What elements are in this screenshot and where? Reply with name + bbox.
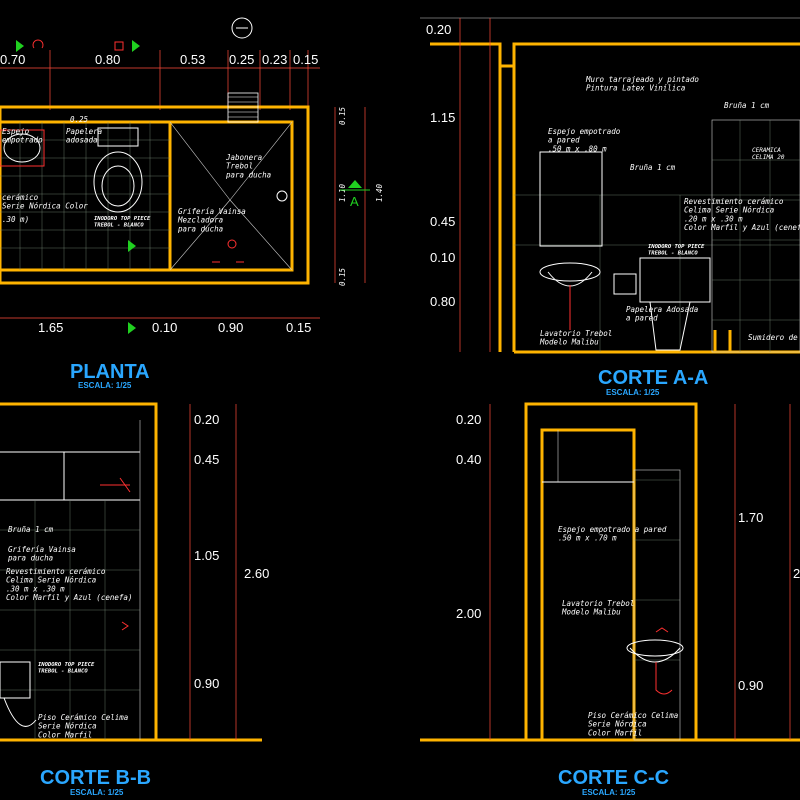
corte-cc-view: 0.20 0.40 2.00 1.70 0.90 2 Espejo empotr… <box>420 402 800 797</box>
section-marker-c-icon <box>231 17 253 39</box>
corte-aa-dim-3: 0.10 <box>430 250 455 265</box>
cc-dim-2: 2.00 <box>456 606 481 621</box>
corte-aa-dim-2: 0.45 <box>430 214 455 229</box>
lavatory-icon <box>3 133 41 163</box>
corte-aa-dim-0: 0.20 <box>426 22 451 37</box>
cc-note-espejo: Espejo empotrado a pared.50 m x .70 m <box>558 525 667 543</box>
planta-right-dim-1: 1.10 <box>338 183 347 202</box>
corte-aa-dim-4: 0.80 <box>430 294 455 309</box>
planta-bottom-dim-3: 0.15 <box>286 320 311 335</box>
planta-walls <box>0 105 310 285</box>
corte-bb-view: 0.20 0.45 1.05 0.90 2.60 Bruña 1 cm Grif… <box>0 402 269 797</box>
planta-dim-3: 0.25 <box>229 52 254 67</box>
corte-aa-dim-1: 1.15 <box>430 110 455 125</box>
planta-right-dim-0: 0.15 <box>338 106 347 125</box>
bb-total-dim: 2.60 <box>244 566 269 581</box>
planta-dim-5: 0.15 <box>293 52 318 67</box>
corte-bb-title: CORTE B-B <box>40 767 151 789</box>
cc-dim-1: 0.40 <box>456 452 481 467</box>
planta-inner-walls <box>0 120 294 272</box>
section-a-marker-icon <box>348 180 362 188</box>
bb-dim-3: 0.90 <box>194 676 219 691</box>
cc-right-dim-1: 0.90 <box>738 678 763 693</box>
section-a-label: A <box>350 194 359 209</box>
duct-hatch <box>227 92 259 123</box>
bb-dim-0: 0.20 <box>194 412 219 427</box>
planta-bottom-dim-1: 0.10 <box>152 320 177 335</box>
cc-right-dim-0: 1.70 <box>738 510 763 525</box>
planta-dim-0: 0.70 <box>0 52 25 67</box>
planta-note-medida: .30 m) <box>2 215 29 224</box>
planta-title: PLANTA <box>70 361 150 383</box>
aa-note-sumidero: Sumidero de <box>748 333 798 342</box>
planta-dim-2: 0.53 <box>180 52 205 67</box>
aa-lavatory-icon <box>539 262 601 282</box>
planta-dim-1: 0.80 <box>95 52 120 67</box>
section-arrow-icon <box>16 40 24 52</box>
cc-lavatory-icon <box>626 639 684 657</box>
aa-note-bruna2: Bruña 1 cm <box>724 101 770 110</box>
planta-view: 0.70 0.80 0.53 0.25 0.23 0.15 <box>0 17 384 390</box>
corte-aa-title: CORTE A-A <box>598 367 708 389</box>
section-arrow-icon-2 <box>132 40 140 52</box>
toilet-icon <box>93 151 143 213</box>
corte-cc-walls <box>524 402 698 740</box>
corte-cc-scale: ESCALA: 1/25 <box>582 788 636 797</box>
bb-note-bruna: Bruña 1 cm <box>8 525 54 534</box>
planta-right-dim-2: 1.40 <box>375 183 384 202</box>
planta-scale: ESCALA: 1/25 <box>78 381 132 390</box>
cc-dim-0: 0.20 <box>456 412 481 427</box>
corte-aa-ceiling <box>430 42 800 68</box>
corte-bb-scale: ESCALA: 1/25 <box>70 788 124 797</box>
planta-dim-4: 0.23 <box>262 52 287 67</box>
corte-aa-view: 0.20 1.15 0.45 0.10 0.80 <box>420 17 800 397</box>
corte-cc-title: CORTE C-C <box>558 767 669 789</box>
bb-dim-1: 0.45 <box>194 452 219 467</box>
planta-bottom-dim-2: 0.90 <box>218 320 243 335</box>
aa-toilet-icon <box>639 257 711 303</box>
aa-mirror <box>539 151 603 247</box>
planta-right-dim-3: 0.15 <box>338 267 347 286</box>
planta-small-dim: 0.25 <box>70 115 89 124</box>
corte-aa-scale: ESCALA: 1/25 <box>606 388 660 397</box>
bb-dim-2: 1.05 <box>194 548 219 563</box>
planta-bottom-dim-0: 1.65 <box>38 320 63 335</box>
aa-note-bruna1: Bruña 1 cm <box>630 163 676 172</box>
bb-toilet-icon <box>0 661 31 699</box>
cc-total-dim: 2 <box>793 566 800 581</box>
